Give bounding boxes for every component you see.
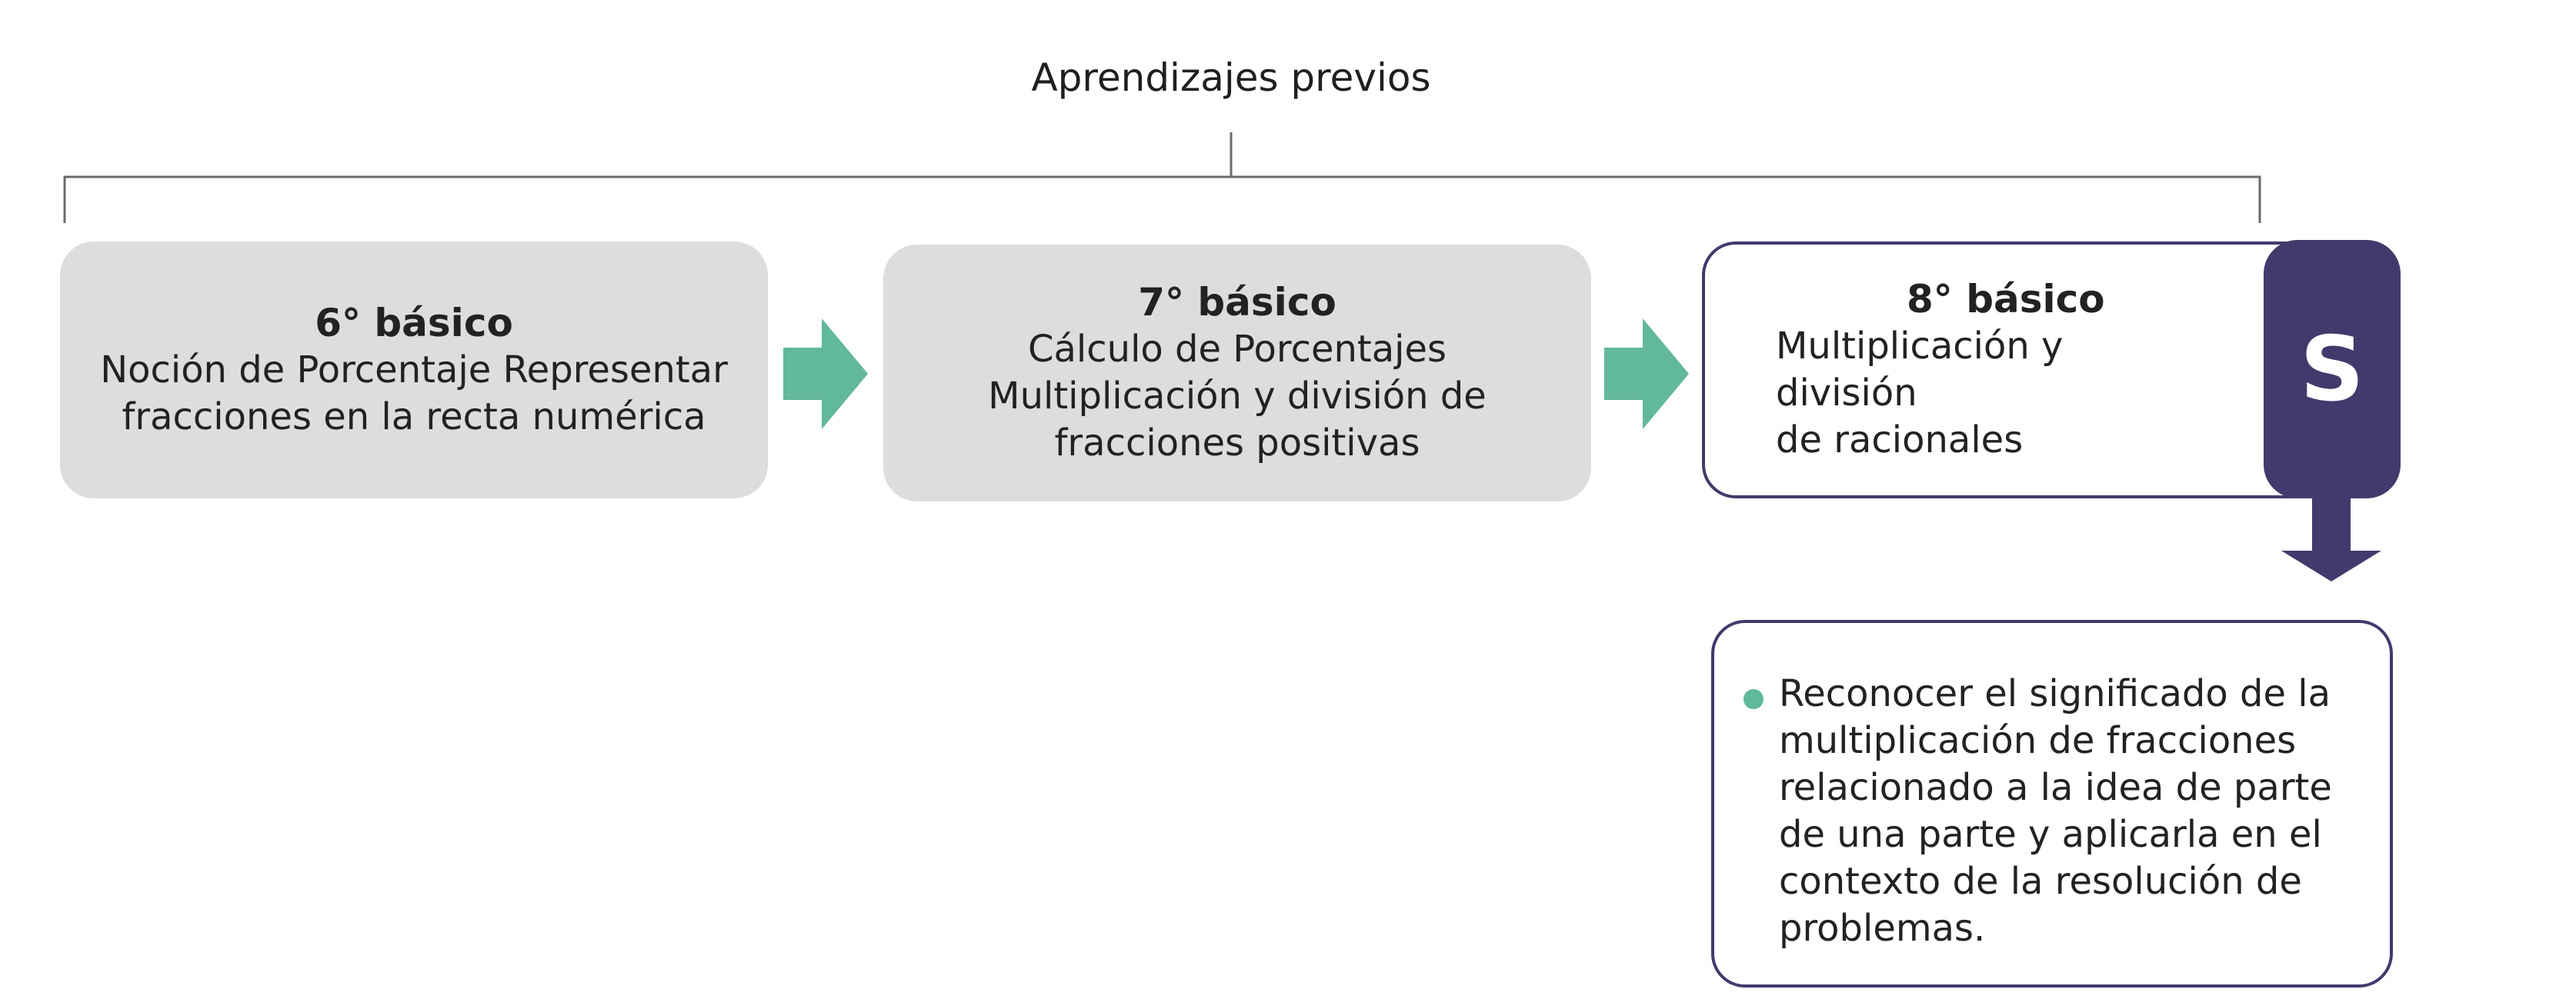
- arrow-right-icon: [783, 318, 868, 429]
- bracket-line: [63, 175, 2261, 223]
- grade-7-box: 7° básico Cálculo de Porcentajes Multipl…: [883, 245, 1591, 501]
- arrow-down-icon: [2281, 496, 2381, 581]
- grade-6-line1: Noción de Porcentaje Representar: [100, 348, 728, 391]
- bullet-icon: [1743, 689, 1763, 709]
- grade-7-title: 7° básico: [1138, 280, 1336, 325]
- arrow-right-icon: [1604, 318, 1689, 429]
- grade-6-title: 6° básico: [315, 300, 513, 345]
- diagram-title: Aprendizajes previos: [1031, 55, 1431, 100]
- grade-7-line1: Cálculo de Porcentajes: [1027, 328, 1447, 371]
- objective-text: Reconocer el significado de la multiplic…: [1779, 672, 2332, 950]
- grade-6-box: 6° básico Noción de Porcentaje Represent…: [60, 242, 768, 498]
- objective-box: Reconocer el significado de la multiplic…: [1711, 620, 2393, 988]
- grade-8-line2: de racionales: [1776, 418, 2024, 461]
- s-badge: S: [2264, 240, 2401, 498]
- grade-8-line1: Multiplicación y división: [1776, 325, 2064, 415]
- grade-8-title: 8° básico: [1907, 277, 2105, 321]
- grade-7-line3: fracciones positivas: [1054, 421, 1420, 465]
- grade-6-line2: fracciones en la recta numérica: [122, 395, 706, 438]
- grade-7-line2: Multiplicación y división de: [988, 375, 1487, 418]
